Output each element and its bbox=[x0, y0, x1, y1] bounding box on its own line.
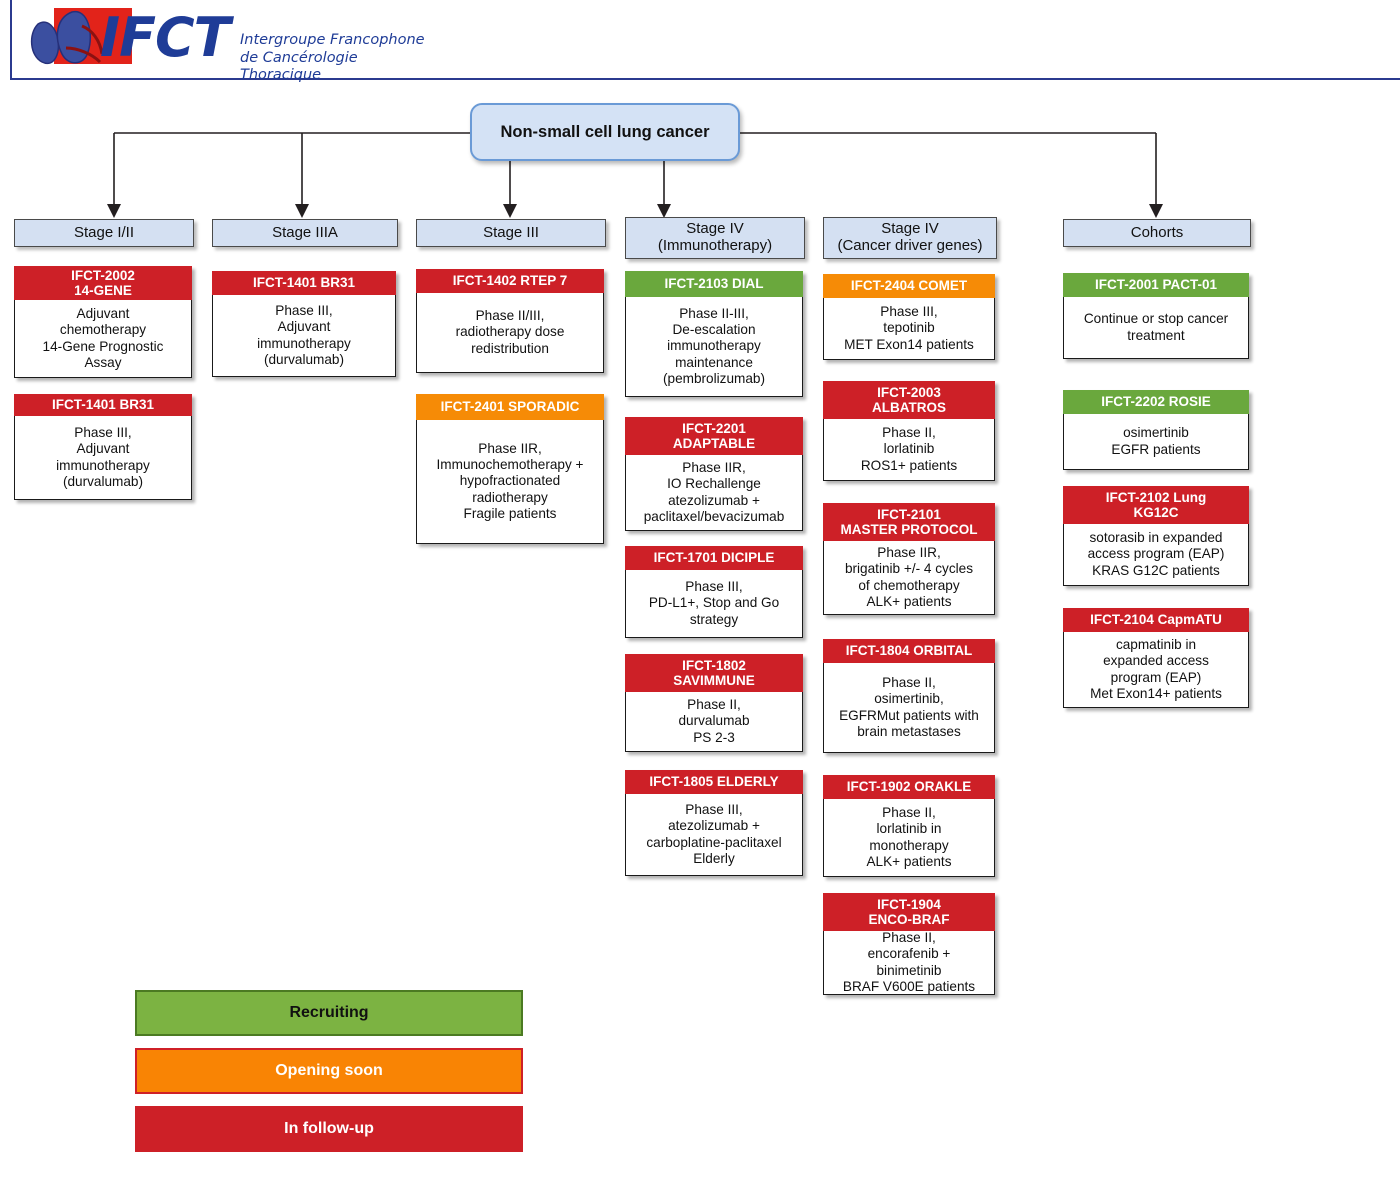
legend-label-in-follow-up: In follow-up bbox=[284, 1120, 374, 1137]
trial-card-title: IFCT-1401 BR31 bbox=[212, 271, 396, 295]
trial-card-title: IFCT-1402 RTEP 7 bbox=[416, 269, 604, 293]
trial-card-title: IFCT-2103 DIAL bbox=[625, 271, 803, 297]
trial-card-title: IFCT-2201 ADAPTABLE bbox=[625, 417, 803, 455]
stage-header-stage-4-immuno[interactable]: Stage IV (Immunotherapy) bbox=[625, 217, 805, 259]
trial-card-title: IFCT-1904 ENCO-BRAF bbox=[823, 893, 995, 931]
trial-card-title: IFCT-2404 COMET bbox=[823, 274, 995, 298]
root-node-label: Non-small cell lung cancer bbox=[500, 122, 710, 141]
trial-card-body: Continue or stop cancer treatment bbox=[1063, 297, 1249, 359]
trial-card-body: osimertinib EGFR patients bbox=[1063, 414, 1249, 470]
trial-card-body: Phase IIR, Immunochemotherapy + hypofrac… bbox=[416, 420, 604, 544]
header-left-rule bbox=[10, 0, 12, 78]
trial-card-body: Phase II, durvalumab PS 2-3 bbox=[625, 692, 803, 752]
trial-card-body: sotorasib in expanded access program (EA… bbox=[1063, 524, 1249, 586]
legend-label-opening-soon: Opening soon bbox=[275, 1062, 383, 1079]
trial-card-title: IFCT-2104 CapmATU bbox=[1063, 608, 1249, 632]
legend-item-in-follow-up[interactable]: In follow-up bbox=[135, 1106, 523, 1152]
trial-card-title: IFCT-1802 SAVIMMUNE bbox=[625, 654, 803, 692]
trial-card-title: IFCT-1804 ORBITAL bbox=[823, 639, 995, 663]
trial-card-title: IFCT-2401 SPORADIC bbox=[416, 394, 604, 420]
ifct-logo: IFCT Intergroupe Francophone de Cancérol… bbox=[26, 4, 426, 83]
trial-card-body: Phase II-III, De-escalation immunotherap… bbox=[625, 297, 803, 397]
trial-card-body: Phase II/III, radiotherapy dose redistri… bbox=[416, 293, 604, 373]
stage-header-label: Stage III bbox=[483, 223, 539, 241]
trial-card-body: Phase III, PD-L1+, Stop and Go strategy bbox=[625, 570, 803, 638]
logo-wordmark: IFCT bbox=[100, 6, 230, 69]
root-node-nsclc[interactable]: Non-small cell lung cancer bbox=[470, 103, 740, 161]
trial-card-title: IFCT-2003 ALBATROS bbox=[823, 381, 995, 419]
trial-card-title: IFCT-2101 MASTER PROTOCOL bbox=[823, 503, 995, 541]
trial-card-title: IFCT-2002 14-GENE bbox=[14, 266, 192, 300]
trial-card-title: IFCT-2102 Lung KG12C bbox=[1063, 486, 1249, 524]
legend-item-opening-soon[interactable]: Opening soon bbox=[135, 1048, 523, 1094]
legend-item-recruiting[interactable]: Recruiting bbox=[135, 990, 523, 1036]
trial-card-body: capmatinib in expanded access program (E… bbox=[1063, 632, 1249, 708]
logo-bar: IFCT Intergroupe Francophone de Cancérol… bbox=[0, 0, 1400, 83]
stage-header-stage-3a[interactable]: Stage IIIA bbox=[212, 219, 398, 247]
trial-card-title: IFCT-1805 ELDERLY bbox=[625, 770, 803, 794]
logo-subtitle-line1: Intergroupe Francophone bbox=[240, 32, 425, 48]
trial-card-body: Phase II, encorafenib + binimetinib BRAF… bbox=[823, 930, 995, 995]
lungs-icon bbox=[30, 11, 104, 65]
trial-card-body: Phase III, tepotinib MET Exon14 patients bbox=[823, 298, 995, 360]
stage-header-cohorts[interactable]: Cohorts bbox=[1063, 219, 1251, 247]
trial-card-title: IFCT-2202 ROSIE bbox=[1063, 390, 1249, 414]
stage-header-stage-3[interactable]: Stage III bbox=[416, 219, 606, 247]
trial-card-body: Phase III, atezolizumab + carboplatine-p… bbox=[625, 794, 803, 876]
header-bottom-rule bbox=[10, 78, 1400, 80]
trial-card-body: Phase II, lorlatinib ROS1+ patients bbox=[823, 419, 995, 481]
trial-card-body: Phase II, osimertinib, EGFRMut patients … bbox=[823, 663, 995, 753]
trial-card-body: Adjuvant chemotherapy 14-Gene Prognostic… bbox=[14, 300, 192, 378]
stage-header-stage-4-driver[interactable]: Stage IV (Cancer driver genes) bbox=[823, 217, 997, 259]
legend-label-recruiting: Recruiting bbox=[289, 1004, 369, 1021]
logo-subtitle-line2: de Cancérologie Thoracique bbox=[240, 49, 358, 84]
trial-card-body: Phase III, Adjuvant immunotherapy (durva… bbox=[212, 295, 396, 377]
stage-header-stage-1-2[interactable]: Stage I/II bbox=[14, 219, 194, 247]
trial-card-body: Phase IIR, IO Rechallenge atezolizumab +… bbox=[625, 455, 803, 531]
trial-card-title: IFCT-2001 PACT-01 bbox=[1063, 273, 1249, 297]
stage-header-label: Stage IIIA bbox=[272, 223, 338, 241]
stage-header-label: Stage IV (Cancer driver genes) bbox=[837, 220, 983, 254]
trial-card-body: Phase II, lorlatinib in monotherapy ALK+… bbox=[823, 799, 995, 877]
trial-card-title: IFCT-1701 DICIPLE bbox=[625, 546, 803, 570]
trial-card-title: IFCT-1401 BR31 bbox=[14, 394, 192, 416]
trial-card-body: Phase III, Adjuvant immunotherapy (durva… bbox=[14, 416, 192, 500]
stage-header-label: Stage I/II bbox=[73, 223, 135, 241]
stage-header-label: Stage IV (Immunotherapy) bbox=[657, 220, 773, 254]
logo-subtitle: Intergroupe Francophone de Cancérologie … bbox=[240, 32, 426, 85]
trial-card-title: IFCT-1902 ORAKLE bbox=[823, 775, 995, 799]
stage-header-label: Cohorts bbox=[1130, 223, 1184, 241]
trial-card-body: Phase IIR, brigatinib +/- 4 cycles of ch… bbox=[823, 541, 995, 615]
